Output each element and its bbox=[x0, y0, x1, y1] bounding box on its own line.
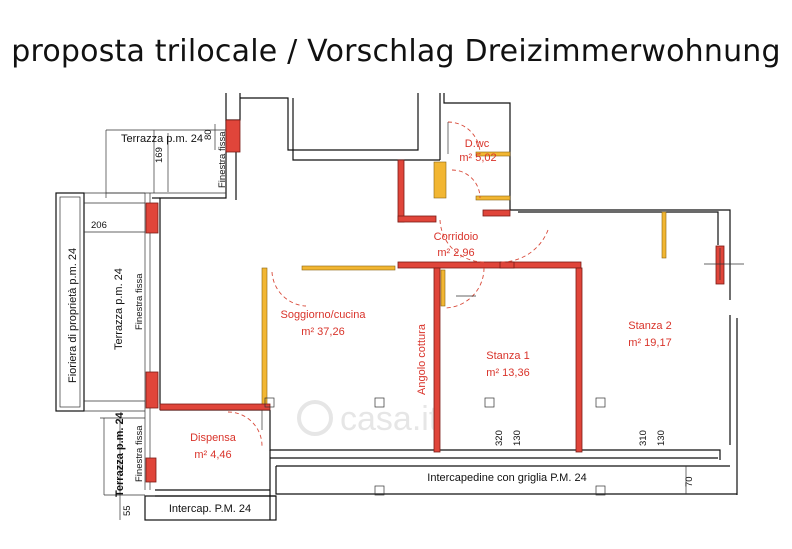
room-stanza1-area: m² 13,36 bbox=[486, 367, 529, 379]
finestra-fissa-3-label: Finestra fissa bbox=[134, 425, 145, 482]
door-swings bbox=[227, 121, 549, 447]
new-walls bbox=[145, 119, 725, 483]
room-corridoio-name: Corridoio bbox=[434, 231, 479, 243]
dim-130-a: 130 bbox=[512, 430, 523, 446]
finestra-fissa-2-label: Finestra fissa bbox=[134, 273, 145, 330]
room-corridoio-area: m² 2,96 bbox=[437, 247, 474, 259]
intercap-label: Intercap. P.M. 24 bbox=[169, 503, 251, 515]
fioriera-label: Fioriera di proprietà p.m. 24 bbox=[67, 248, 79, 383]
terrazza-top-label: Terrazza p.m. 24 bbox=[121, 133, 203, 145]
dim-169: 169 bbox=[154, 147, 165, 163]
room-dwc-area: m² 5,02 bbox=[459, 152, 496, 164]
page-title: proposta trilocale / Vorschlag Dreizimme… bbox=[11, 34, 781, 69]
finestra-fissa-1-label: Finestra fissa bbox=[217, 131, 228, 188]
room-soggiorno-name: Soggiorno/cucina bbox=[280, 309, 366, 321]
dim-320: 320 bbox=[494, 430, 505, 446]
room-dispensa-name: Dispensa bbox=[190, 432, 237, 444]
terrazza-left-label: Terrazza p.m. 24 bbox=[113, 268, 125, 350]
room-stanza1-name: Stanza 1 bbox=[486, 350, 529, 362]
room-soggiorno-area: m² 37,26 bbox=[301, 326, 344, 338]
room-stanza2-area: m² 19,17 bbox=[628, 337, 671, 349]
dim-55: 55 bbox=[122, 505, 133, 516]
room-dispensa-area: m² 4,46 bbox=[194, 449, 231, 461]
watermark: casa.it bbox=[297, 400, 439, 438]
watermark-text: casa.it bbox=[340, 400, 439, 438]
dim-70: 70 bbox=[684, 476, 695, 487]
terrazza-bottom-label: Terrazza p.m. 24 bbox=[114, 411, 126, 497]
dim-80: 80 bbox=[203, 129, 214, 140]
walls bbox=[55, 93, 738, 521]
room-dwc-name: D.wc bbox=[465, 138, 490, 150]
dim-310: 310 bbox=[638, 430, 649, 446]
room-stanza2-name: Stanza 2 bbox=[628, 320, 671, 332]
dimension-lines bbox=[84, 124, 687, 520]
intercapedine-label: Intercapedine con griglia P.M. 24 bbox=[427, 472, 586, 484]
column-marks bbox=[264, 248, 744, 496]
dim-206: 206 bbox=[91, 220, 107, 231]
angolo-cottura-label: Angolo cottura bbox=[416, 323, 428, 395]
dim-130-b: 130 bbox=[656, 430, 667, 446]
